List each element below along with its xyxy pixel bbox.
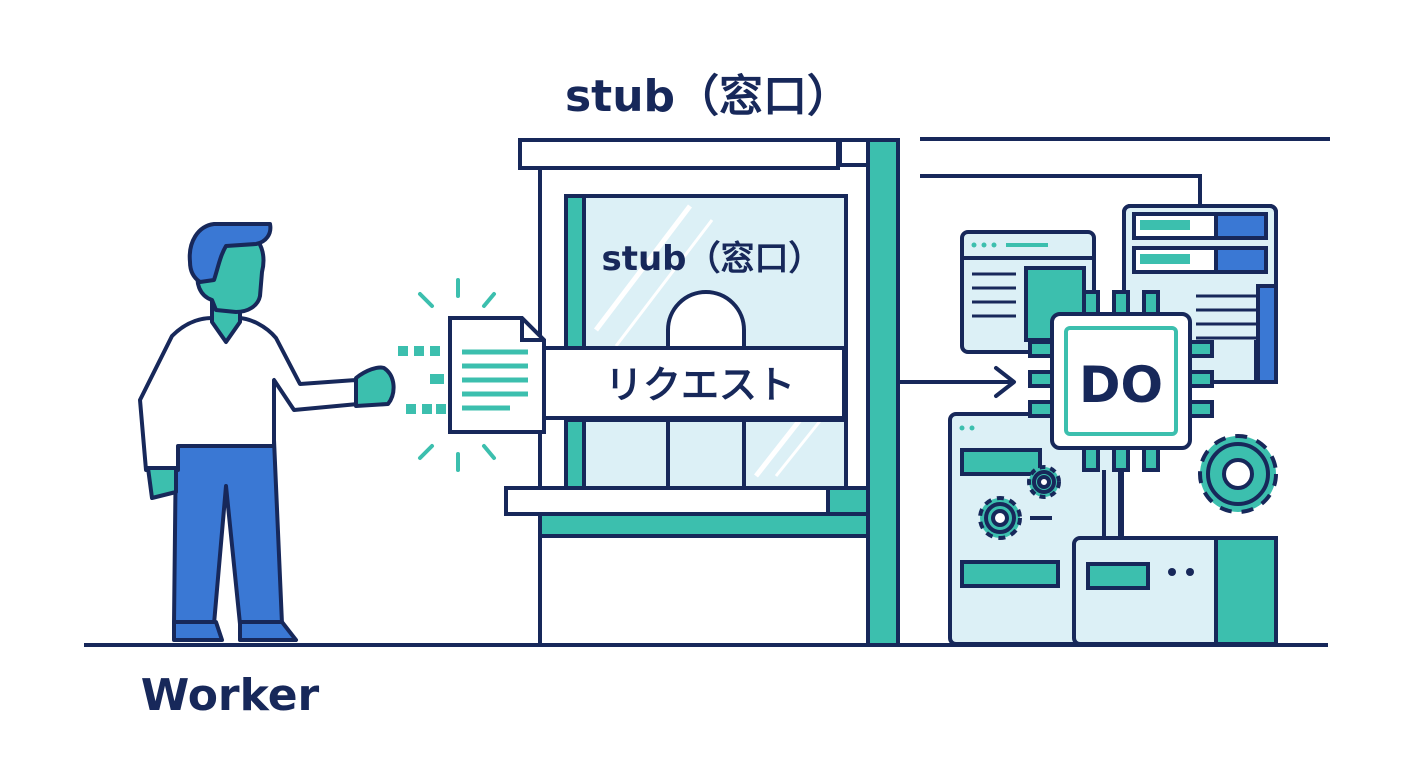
worker-label: Worker <box>141 670 320 721</box>
gear-icon <box>1027 465 1061 499</box>
chip-icon <box>1028 290 1214 472</box>
device-box-icon <box>1072 536 1278 646</box>
arrow-right-icon <box>898 366 1016 398</box>
do-label: DO <box>1079 356 1163 414</box>
gear-icon <box>1198 434 1278 514</box>
document-icon <box>448 316 546 434</box>
request-label: リクエスト <box>605 363 795 407</box>
stub-title: stub（窓口） <box>565 71 851 122</box>
request-banner <box>542 346 846 420</box>
person-icon <box>138 222 396 642</box>
stub-window-title: stub（窓口） <box>601 239 822 279</box>
motion-dashes <box>398 346 446 414</box>
connector-lines <box>920 137 1330 206</box>
signal-rays <box>418 278 496 472</box>
gear-icon <box>978 496 1022 540</box>
